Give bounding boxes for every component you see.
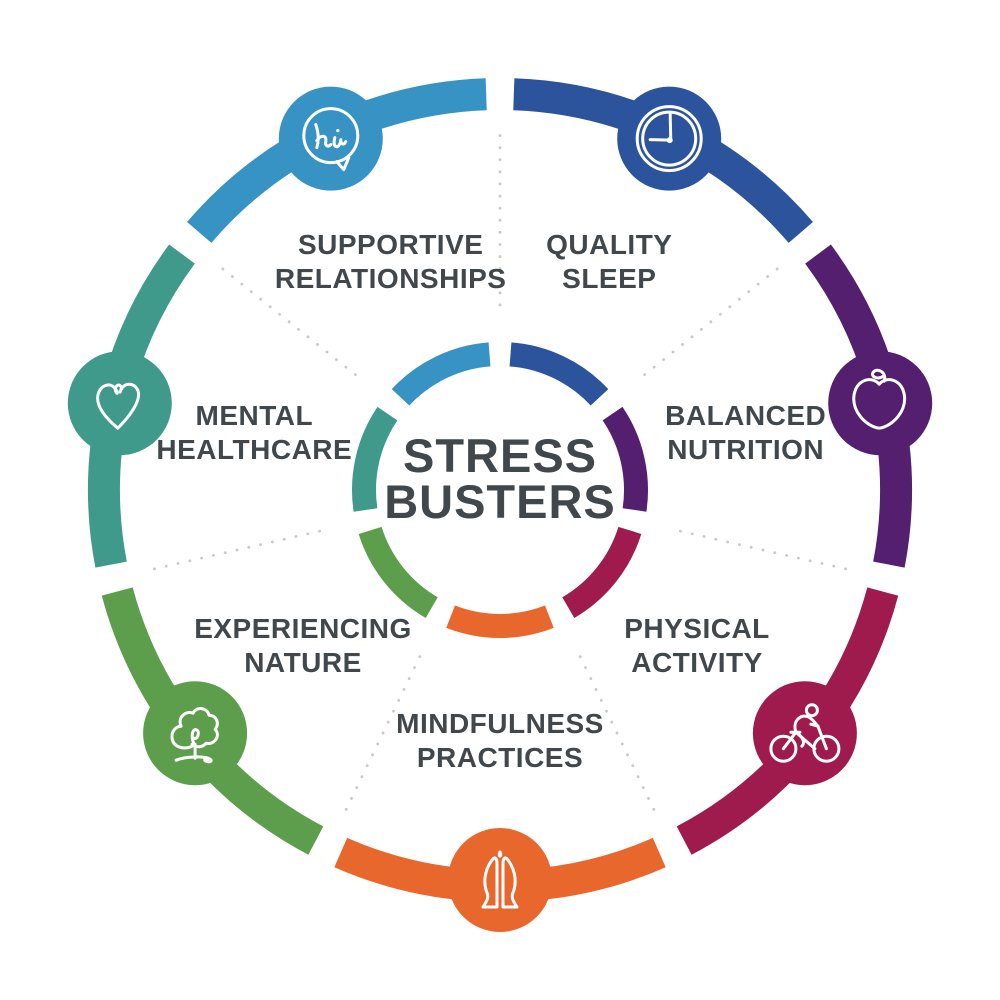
segment-label-line: QUALITY bbox=[546, 229, 672, 260]
icon-circle bbox=[143, 681, 248, 786]
segment-label-line: ACTIVITY bbox=[631, 647, 763, 678]
title-line-2: BUSTERS bbox=[384, 475, 616, 528]
icon-badge-supportive-relationships bbox=[278, 86, 383, 191]
segment-label-line: SLEEP bbox=[562, 263, 656, 294]
icon-circle bbox=[752, 681, 857, 786]
icon-circle bbox=[828, 351, 933, 456]
icon-badges bbox=[67, 86, 933, 932]
praying-hands-icon bbox=[481, 850, 519, 909]
divider-dotted-line bbox=[643, 262, 786, 377]
inner-arc-physical-activity bbox=[561, 526, 642, 618]
inner-arc-mindfulness-practices bbox=[446, 605, 554, 638]
center-title: STRESS BUSTERS bbox=[384, 429, 616, 528]
icon-circle bbox=[278, 86, 383, 191]
segment-label-line: MINDFULNESS bbox=[396, 708, 604, 739]
title-line-1: STRESS bbox=[403, 429, 597, 482]
cyclist-icon bbox=[769, 703, 841, 763]
segment-label-line: NATURE bbox=[244, 647, 362, 678]
segment-label-line: PRACTICES bbox=[417, 742, 583, 773]
heart-icon bbox=[96, 382, 141, 430]
segment-label-line: SUPPORTIVE bbox=[298, 229, 483, 260]
icon-badge-balanced-nutrition bbox=[828, 351, 933, 456]
segment-label-line: RELATIONSHIPS bbox=[275, 263, 507, 294]
segment-label-line: NUTRITION bbox=[667, 434, 824, 465]
segment-label-line: HEALTHCARE bbox=[156, 434, 352, 465]
icon-circle bbox=[67, 351, 172, 456]
clock-icon bbox=[635, 105, 703, 173]
segment-label-line: BALANCED bbox=[665, 400, 826, 431]
icon-circle bbox=[448, 828, 552, 932]
divider-dotted-line bbox=[144, 529, 322, 573]
icon-badge-mental-healthcare bbox=[67, 351, 172, 456]
inner-arc-supportive-relationships bbox=[391, 342, 491, 406]
segment-label-line: PHYSICAL bbox=[624, 613, 770, 644]
tree-icon bbox=[170, 707, 219, 764]
hi-speech-bubble-icon bbox=[302, 107, 360, 172]
inner-arc-experiencing-nature bbox=[358, 526, 439, 618]
inner-arc-mental-healthcare bbox=[352, 406, 398, 512]
apple-icon bbox=[852, 368, 907, 430]
segment-label-line: MENTAL bbox=[196, 400, 314, 431]
segment-label-line: EXPERIENCING bbox=[194, 613, 412, 644]
icon-badge-physical-activity bbox=[752, 681, 857, 786]
inner-arc-quality-sleep bbox=[509, 342, 609, 406]
inner-ring bbox=[352, 342, 648, 638]
inner-arc-balanced-nutrition bbox=[602, 406, 648, 512]
divider-dotted-line bbox=[678, 529, 856, 573]
icon-badge-mindfulness-practices bbox=[448, 828, 552, 932]
icon-badge-experiencing-nature bbox=[143, 681, 248, 786]
icon-badge-quality-sleep bbox=[617, 86, 722, 191]
